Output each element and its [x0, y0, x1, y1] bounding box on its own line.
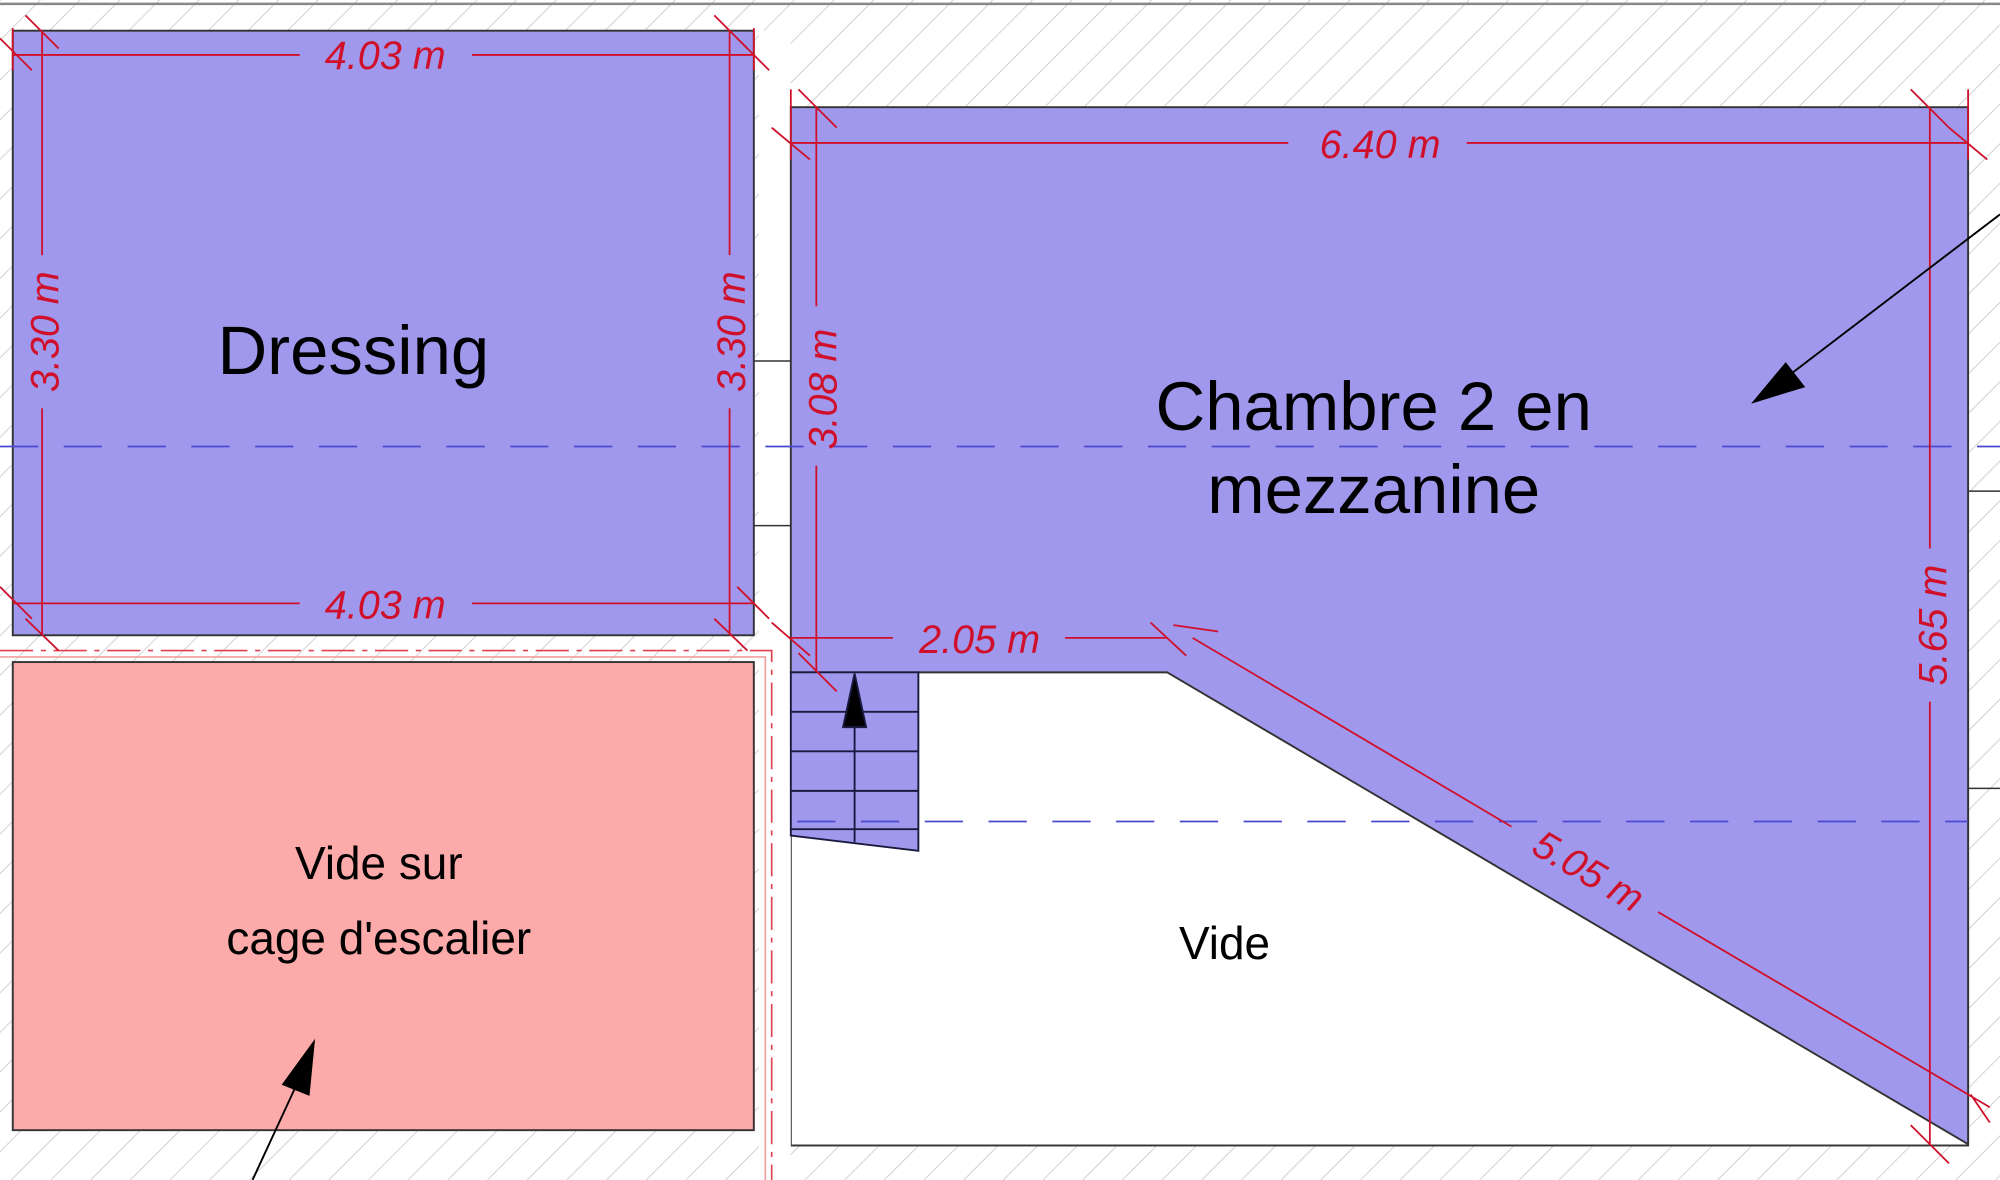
label-vide-escalier-line1: Vide sur [295, 837, 463, 889]
room-dressing[interactable] [11, 29, 755, 637]
dim-dressing-left: 3.30 m [24, 271, 68, 392]
dim-chambre-left: 3.08 m [802, 329, 846, 450]
dim-landing: 2.05 m [918, 618, 1040, 662]
wall-gap [758, 30, 791, 1179]
label-dressing: Dressing [217, 312, 489, 389]
dim-dressing-bottom: 4.03 m [325, 584, 446, 628]
dim-chambre-top: 6.40 m [1320, 123, 1441, 167]
label-chambre-line1: Chambre 2 en [1156, 368, 1592, 445]
boundary-line [0, 649, 773, 1180]
dimension-lines [0, 14, 1991, 1164]
label-vide: Vide [1179, 917, 1270, 969]
room-vide-escalier[interactable] [11, 661, 755, 1132]
label-chambre-line2: mezzanine [1207, 451, 1540, 528]
room-chambre-2[interactable] [789, 106, 1970, 1146]
leader-arrow [251, 213, 2000, 1180]
wall-ticks [753, 360, 2000, 790]
label-vide-escalier-line2: cage d'escalier [226, 912, 531, 964]
dim-dressing-right: 3.30 m [710, 271, 754, 392]
staircase [789, 671, 920, 852]
dim-dressing-top: 4.03 m [325, 34, 446, 78]
dim-chambre-right: 5.65 m [1911, 565, 1955, 686]
